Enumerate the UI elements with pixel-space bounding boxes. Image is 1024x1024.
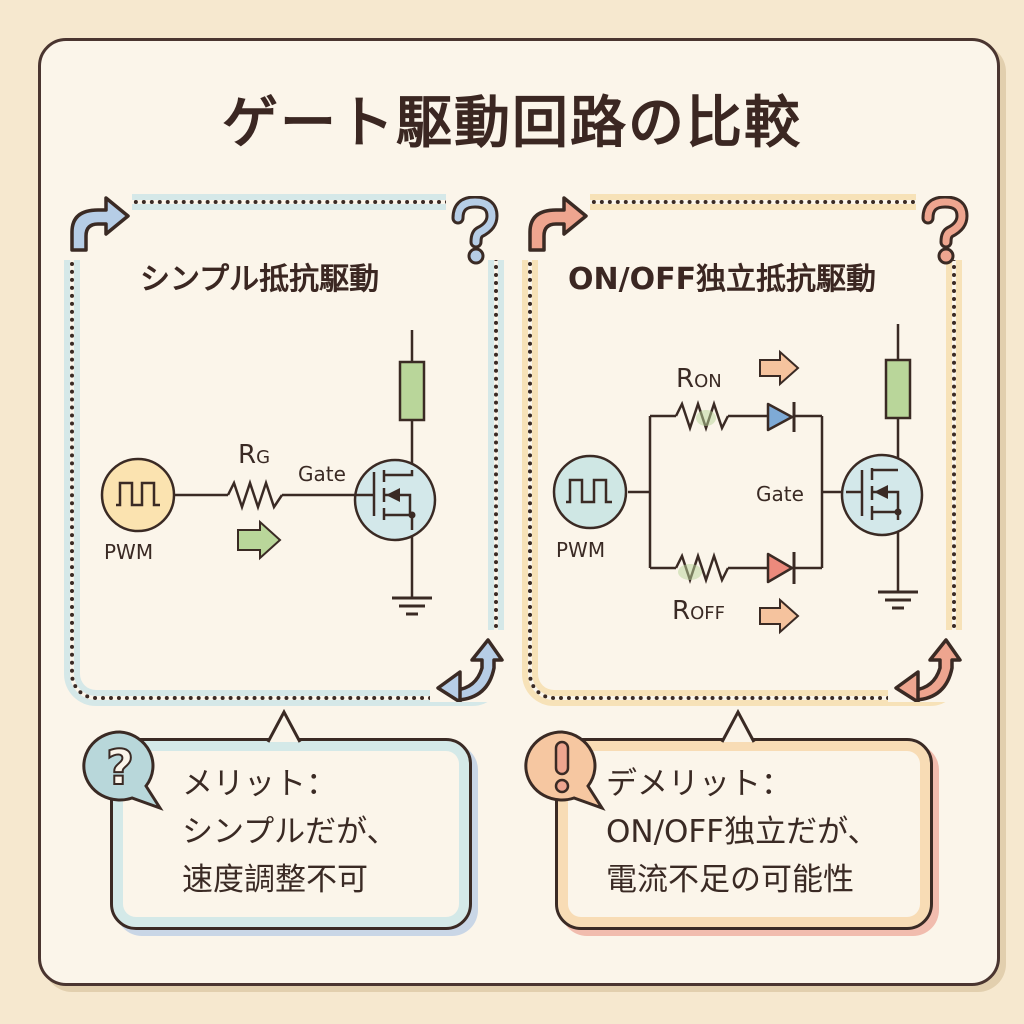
turn-on-current-arrow-icon bbox=[759, 349, 800, 387]
panel-onoff-heading: ON/OFF独立抵抗駆動 bbox=[559, 254, 887, 302]
svg-text:?: ? bbox=[106, 740, 134, 796]
rg-label-sub: G bbox=[256, 447, 271, 468]
note-line: 電流不足の可能性 bbox=[606, 862, 854, 898]
note-line: 速度調整不可 bbox=[182, 862, 368, 898]
diode-off-icon bbox=[766, 552, 796, 584]
note-line: メリット： bbox=[182, 766, 337, 802]
current-direction-arrow-icon bbox=[237, 519, 282, 561]
ground-icon bbox=[878, 590, 918, 610]
question-mark-icon: ? bbox=[82, 730, 164, 811]
rg-label: RG bbox=[238, 440, 270, 470]
note-line: ON/OFF独立だが、 bbox=[606, 814, 879, 850]
curved-arrow-icon bbox=[70, 196, 130, 252]
page-title: ゲート駆動回路の比較 bbox=[202, 78, 830, 159]
mosfet-icon bbox=[353, 458, 437, 542]
load-resistor-icon bbox=[398, 360, 426, 422]
panel-onoff-heading-text: ON/OFF独立抵抗駆動 bbox=[568, 262, 877, 297]
turn-off-current-arrow-icon bbox=[759, 597, 800, 635]
pwm-label: PWM bbox=[556, 538, 606, 562]
roff-label-sub: OFF bbox=[690, 603, 725, 624]
double-curved-arrow-icon bbox=[894, 638, 962, 702]
gate-label: Gate bbox=[756, 482, 804, 506]
diode-on-icon bbox=[766, 402, 796, 432]
question-mark-icon bbox=[921, 196, 969, 265]
load-resistor-icon bbox=[884, 358, 912, 420]
merit-note-bubble bbox=[110, 738, 472, 930]
title-area: ゲート駆動回路の比較 bbox=[0, 78, 1024, 159]
double-curved-arrow-icon bbox=[436, 638, 504, 702]
pwm-label: PWM bbox=[104, 540, 154, 564]
resistor-rg-icon bbox=[226, 479, 284, 511]
panel-simple-dotted-border bbox=[70, 200, 498, 700]
curved-arrow-icon bbox=[528, 196, 588, 252]
resistor-roff-icon bbox=[674, 552, 730, 584]
panel-onoff-dotted-border bbox=[528, 200, 956, 700]
pwm-source-icon bbox=[552, 454, 628, 530]
exclamation-mark-icon bbox=[524, 730, 606, 811]
gate-label: Gate bbox=[298, 462, 346, 486]
demerit-note-text: デメリット： ON/OFF独立だが、 電流不足の可能性 bbox=[606, 760, 878, 904]
bubble-pointer bbox=[266, 708, 302, 743]
panel-simple-heading-text: シンプル抵抗駆動 bbox=[140, 262, 380, 297]
panel-simple-heading: シンプル抵抗駆動 bbox=[131, 254, 390, 302]
question-mark-icon bbox=[451, 196, 499, 265]
merit-note-text: メリット： シンプルだが、 速度調整不可 bbox=[182, 760, 397, 904]
rg-label-main: R bbox=[238, 440, 257, 470]
ground-icon bbox=[392, 596, 432, 616]
onoff-circuit-schematic bbox=[552, 324, 924, 635]
mosfet-icon bbox=[840, 453, 924, 537]
ron-label: RON bbox=[676, 364, 722, 394]
ron-label-main: R bbox=[676, 364, 695, 394]
pwm-source-icon bbox=[100, 457, 176, 533]
roff-label-main: R bbox=[672, 596, 691, 626]
demerit-note-bubble bbox=[555, 738, 933, 930]
simple-circuit-schematic bbox=[100, 330, 437, 616]
ron-label-sub: ON bbox=[694, 371, 722, 392]
note-line: デメリット： bbox=[606, 766, 792, 802]
note-line: シンプルだが、 bbox=[182, 814, 398, 850]
bubble-pointer bbox=[720, 708, 756, 743]
roff-label: ROFF bbox=[672, 596, 725, 626]
page-title-text: ゲート駆動回路の比較 bbox=[222, 91, 802, 156]
